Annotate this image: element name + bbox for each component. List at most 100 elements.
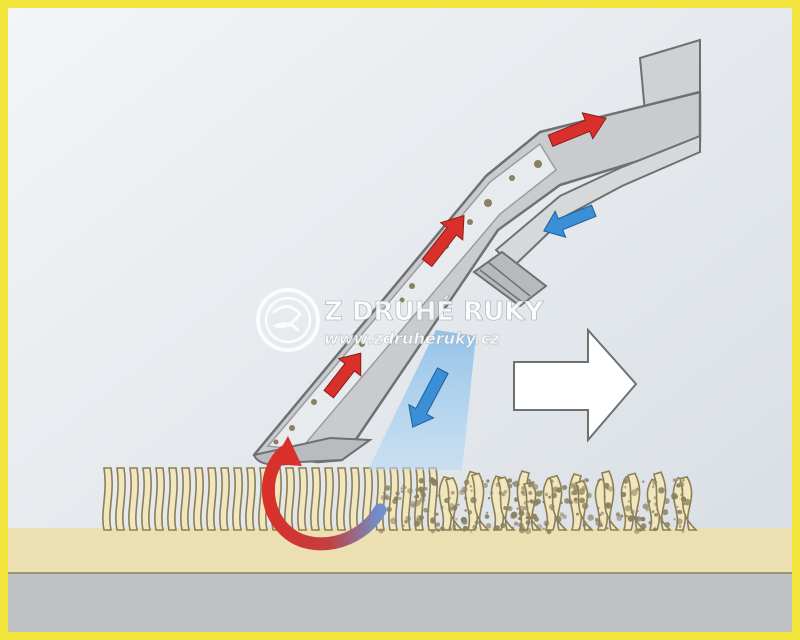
- dirt-particle: [495, 482, 500, 487]
- dirt-particle: [663, 498, 670, 504]
- dirt-particle: [656, 508, 659, 511]
- dirt-particle: [419, 515, 424, 520]
- dirt-particle: [678, 525, 682, 528]
- dirt-particle: [436, 528, 440, 532]
- dirt-particle: [560, 501, 563, 505]
- dirt-particle: [581, 479, 584, 482]
- dirt-particle: [653, 496, 658, 500]
- dirt-particle: [572, 489, 579, 496]
- dirt-particle: [525, 520, 531, 525]
- dirt-particle: [521, 485, 526, 491]
- dirt-particle: [535, 523, 543, 531]
- watermark: Z DRUHÉ RUKY www.zdruheruky.cz: [256, 288, 545, 352]
- dirt-particle: [386, 506, 392, 512]
- dirt-particle: [630, 509, 635, 515]
- dirt-particle: [681, 529, 685, 533]
- dirt-particle: [487, 497, 491, 500]
- dirt-particle: [555, 515, 562, 523]
- dirt-particle: [450, 490, 455, 495]
- dirt-particle: [680, 487, 684, 491]
- dirt-particle: [556, 487, 562, 493]
- dirt-particle: [516, 507, 519, 510]
- dirt-particle: [627, 500, 630, 503]
- dirt-particle: [510, 513, 516, 520]
- dirt-particle: [519, 525, 526, 531]
- dirt-particle: [623, 477, 629, 484]
- dirt-particle: [461, 519, 468, 525]
- dirt-particle: [474, 520, 479, 525]
- dirt-particle: [579, 497, 585, 504]
- dirt-particle: [469, 485, 473, 488]
- carpet-fiber: [102, 467, 113, 531]
- dirt-particle: [664, 521, 671, 528]
- dirt-particle: [524, 527, 532, 535]
- dirt-particle: [582, 502, 589, 510]
- dirt-particle: [584, 478, 589, 483]
- dirt-particle: [654, 513, 658, 517]
- dirt-particle: [517, 522, 522, 528]
- carpet-fiber: [219, 467, 230, 531]
- dirt-particle: [418, 477, 425, 484]
- dirt-particle: [638, 527, 643, 532]
- dirt-particle: [494, 525, 500, 531]
- dirt-particle: [407, 488, 413, 494]
- dirt-particle: [463, 496, 468, 501]
- dirt-particle: [582, 523, 586, 527]
- dirt-particle: [451, 523, 457, 529]
- dirt-particle: [600, 511, 604, 515]
- dirt-particle: [642, 480, 645, 483]
- logo-swirl: [272, 305, 302, 332]
- dirt-particle: [673, 518, 676, 521]
- dirt-particle: [535, 490, 542, 497]
- dirt-particle: [435, 512, 439, 516]
- dirt-particle: [462, 527, 467, 533]
- dirt-particle: [423, 507, 428, 513]
- dirt-particle: [398, 496, 402, 501]
- dirt-particle: [481, 480, 484, 483]
- dirt-particle: [525, 516, 530, 520]
- dirt-particle: [440, 526, 445, 532]
- dirt-particle: [501, 491, 506, 497]
- dirt-particle: [448, 527, 453, 531]
- dirt-particle: [518, 510, 525, 517]
- carpet-fiber: [297, 467, 308, 531]
- carpet-fiber: [470, 472, 490, 531]
- dirt-particle: [384, 485, 391, 491]
- dirt-particle: [513, 480, 520, 488]
- dirt-particle: [659, 520, 663, 523]
- dirt-particle: [435, 522, 441, 527]
- dirt-particle: [671, 494, 677, 500]
- dirt-particle: [414, 521, 420, 527]
- dirt-particle: [461, 486, 468, 493]
- dirt-particle: [390, 517, 397, 525]
- dirt-particle: [467, 509, 473, 515]
- dirt-particle: [676, 483, 681, 488]
- carpet-fiber: [444, 476, 464, 531]
- dirt-particle: [573, 497, 580, 504]
- dirt-particle: [662, 509, 669, 516]
- dirt-particle: [419, 497, 426, 503]
- dirt-particle: [682, 479, 685, 482]
- dirt-particle: [542, 500, 545, 504]
- dirt-particle: [500, 522, 506, 529]
- carpet-backing: [8, 528, 792, 574]
- carpet-fibers: [102, 467, 698, 531]
- dirt-particle: [528, 491, 533, 495]
- carpet-fiber: [323, 467, 334, 531]
- dirt-particle: [603, 482, 610, 489]
- dirt-particle: [676, 505, 679, 508]
- dirt-particle: [447, 496, 451, 500]
- dirt-particle: [535, 498, 541, 505]
- dirt-particle: [430, 517, 436, 523]
- carpet-fiber: [496, 476, 516, 531]
- dirt-particle: [635, 487, 640, 492]
- dirt-particle: [621, 491, 627, 498]
- dirt-particle: [570, 484, 574, 487]
- dirt-particle: [587, 514, 594, 521]
- floor: [8, 572, 792, 632]
- dirt-particle: [623, 485, 627, 489]
- dirt-particle: [513, 521, 519, 526]
- carpet-fiber: [128, 467, 139, 531]
- carpet-circulation-arrow: [261, 445, 387, 551]
